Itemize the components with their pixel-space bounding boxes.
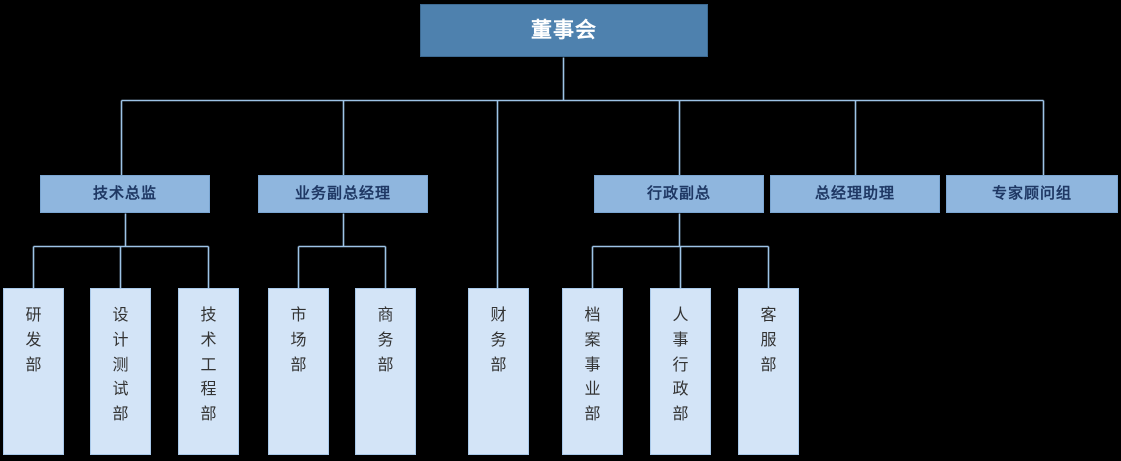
org-node-hr-admin-dept[interactable]: 人 事 行 政 部 (650, 288, 711, 455)
org-node-label: 技 术 工 程 部 (200, 305, 217, 424)
org-node-label: 档 案 事 业 部 (584, 305, 601, 424)
org-node-label: 董事会 (531, 18, 597, 43)
org-node-label: 人 事 行 政 部 (672, 305, 689, 424)
org-node-root[interactable]: 董事会 (420, 4, 708, 57)
org-node-label: 财 务 部 (490, 305, 507, 374)
org-node-label: 市 场 部 (290, 305, 307, 374)
org-node-tech-engineering-dept[interactable]: 技 术 工 程 部 (178, 288, 239, 455)
org-node-finance-dept[interactable]: 财 务 部 (468, 288, 529, 455)
org-node-label: 设 计 测 试 部 (112, 305, 129, 424)
org-node-rd-dept[interactable]: 研 发 部 (3, 288, 64, 455)
org-node-biz-vp[interactable]: 业务副总经理 (258, 175, 428, 213)
org-node-label: 总经理助理 (814, 184, 895, 203)
org-node-label: 业务副总经理 (294, 184, 391, 203)
org-node-label: 行政副总 (646, 184, 711, 203)
org-node-admin-vp[interactable]: 行政副总 (594, 175, 764, 213)
org-node-design-test-dept[interactable]: 设 计 测 试 部 (90, 288, 151, 455)
org-node-archive-dept[interactable]: 档 案 事 业 部 (562, 288, 623, 455)
org-node-gm-assistant[interactable]: 总经理助理 (770, 175, 940, 213)
org-node-label: 商 务 部 (377, 305, 394, 374)
org-node-label: 客 服 部 (760, 305, 777, 374)
org-node-business-dept[interactable]: 商 务 部 (355, 288, 416, 455)
org-node-label: 专家顾问组 (991, 184, 1072, 203)
org-node-label: 技术总监 (92, 184, 157, 203)
org-node-tech-director[interactable]: 技术总监 (40, 175, 210, 213)
org-node-market-dept[interactable]: 市 场 部 (268, 288, 329, 455)
org-node-customer-service-dept[interactable]: 客 服 部 (738, 288, 799, 455)
org-node-label: 研 发 部 (25, 305, 42, 374)
org-node-expert-group[interactable]: 专家顾问组 (946, 175, 1118, 213)
